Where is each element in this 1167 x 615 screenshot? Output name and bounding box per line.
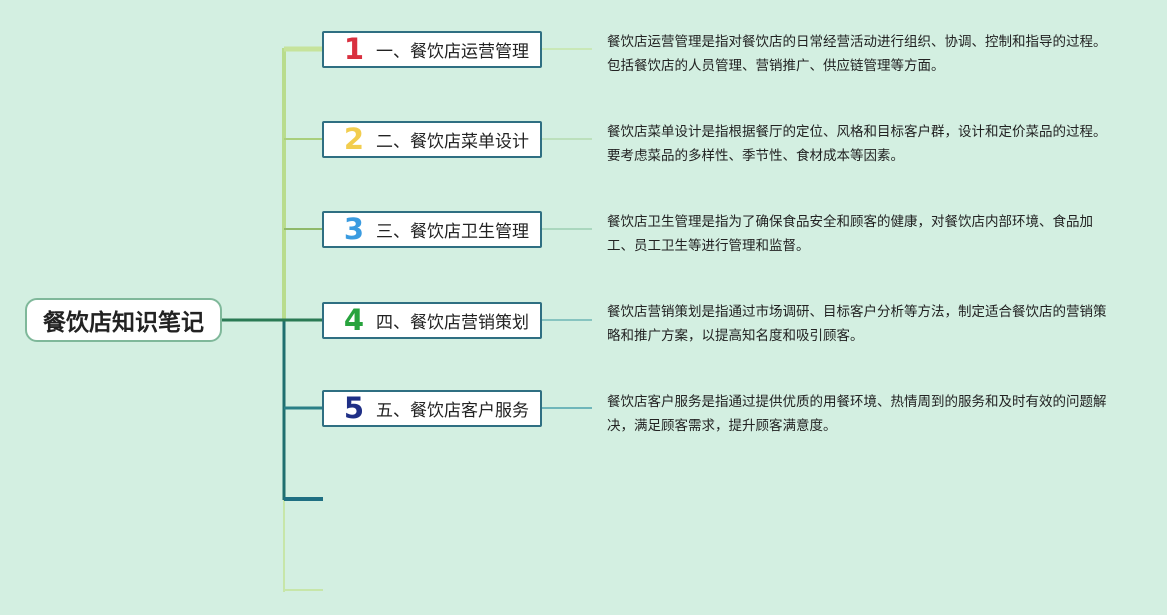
number-badge-3: 3 [343, 212, 365, 246]
branch-description-3: 餐饮店卫生管理是指为了确保食品安全和顾客的健康，对餐饮店内部环境、食品加工、员工… [607, 214, 1093, 254]
branch-label-2: 二、餐饮店菜单设计 [376, 132, 529, 152]
branch-label-3: 三、餐饮店卫生管理 [376, 222, 529, 242]
branch-description-4: 餐饮店营销策划是指通过市场调研、目标客户分析等方法，制定适合餐饮店的营销策略和推… [607, 304, 1107, 344]
branch-label-1: 一、餐饮店运营管理 [376, 42, 529, 62]
branch-label-4: 四、餐饮店营销策划 [376, 313, 529, 333]
root-node[interactable]: 餐饮店知识笔记 [25, 298, 222, 342]
branch-label-5: 五、餐饮店客户服务 [376, 401, 529, 421]
branch-node-3[interactable]: 3 三、餐饮店卫生管理 [322, 211, 542, 248]
number-badge-5: 5 [343, 391, 365, 425]
branch-node-4[interactable]: 4 四、餐饮店营销策划 [322, 302, 542, 339]
number-badge-2: 2 [343, 122, 365, 156]
number-badge-4: 4 [343, 303, 365, 337]
branch-node-5[interactable]: 5 五、餐饮店客户服务 [322, 390, 542, 427]
number-badge-1: 1 [343, 32, 365, 66]
branch-description-1: 餐饮店运营管理是指对餐饮店的日常经营活动进行组织、协调、控制和指导的过程。包括餐… [607, 34, 1107, 74]
branch-node-2[interactable]: 2 二、餐饮店菜单设计 [322, 121, 542, 158]
branch-node-1[interactable]: 1 一、餐饮店运营管理 [322, 31, 542, 68]
root-title: 餐饮店知识笔记 [43, 310, 204, 336]
branch-description-2: 餐饮店菜单设计是指根据餐厅的定位、风格和目标客户群，设计和定价菜品的过程。要考虑… [607, 124, 1107, 164]
branch-description-5: 餐饮店客户服务是指通过提供优质的用餐环境、热情周到的服务和及时有效的问题解决，满… [607, 394, 1107, 434]
